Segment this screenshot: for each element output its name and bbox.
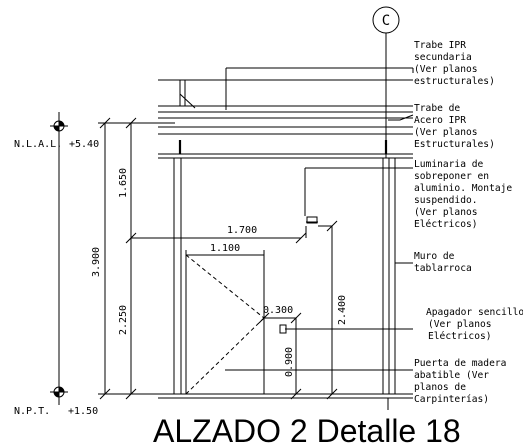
dim-upper-height: 1.650 (118, 168, 129, 198)
level-marker-bottom (50, 386, 68, 398)
note-apagador: Apagador sencillo (Ver planos Eléctricos… (426, 307, 523, 342)
dim-width-1700: 1.700 (227, 225, 257, 236)
npt-label: N.P.T. (14, 406, 50, 417)
svg-text:Apagador sencillo: Apagador sencillo (426, 307, 523, 318)
svg-text:(Ver planos: (Ver planos (428, 319, 492, 330)
door: 1.700 1.100 (181, 225, 307, 395)
svg-text:Estructurales): Estructurales) (414, 139, 495, 150)
switch: 0.300 0.900 (258, 305, 302, 400)
svg-text:(Ver planos: (Ver planos (414, 127, 478, 138)
svg-text:Luminaria de: Luminaria de (414, 159, 484, 170)
level-marker-top (50, 120, 68, 132)
level-datum: N.L.A.L. +5.40 N.P.T. +1.50 (14, 112, 99, 417)
svg-text:(Ver planos: (Ver planos (414, 207, 478, 218)
svg-text:Puerta de madera: Puerta de madera (414, 358, 506, 369)
svg-text:Muro de: Muro de (414, 251, 455, 262)
npt-value: +1.50 (68, 406, 98, 417)
leaders (225, 67, 414, 371)
dim-offset-0300: 0.300 (263, 305, 293, 316)
beam-structure (158, 79, 413, 159)
svg-text:sobreponer en: sobreponer en (414, 171, 489, 182)
note-trabe-secundaria: Trabe IPR secundaria (Ver planos estruct… (414, 40, 495, 87)
svg-text:(Ver planos: (Ver planos (414, 64, 478, 75)
note-muro: Muro de tablarroca (414, 251, 472, 274)
columns-and-floor (158, 158, 413, 410)
nlal-value: +5.40 (69, 139, 99, 150)
dim-total-height: 3.900 (91, 247, 102, 277)
note-puerta: Puerta de madera abatible (Ver planos de… (414, 358, 506, 405)
dim-lower-height: 2.250 (118, 305, 129, 335)
svg-text:estructurales): estructurales) (414, 76, 495, 87)
grid-axis-marker: C (372, 6, 400, 158)
svg-text:Eléctricos): Eléctricos) (414, 218, 478, 230)
svg-text:Trabe de: Trabe de (414, 103, 460, 114)
nlal-label: N.L.A.L. (14, 139, 62, 150)
svg-text:suspendido.: suspendido. (414, 195, 478, 206)
axis-marker-label: C (382, 13, 390, 29)
luminaire: 2.400 (305, 216, 348, 400)
svg-text:aluminio. Montaje: aluminio. Montaje (414, 183, 512, 194)
svg-text:Acero IPR: Acero IPR (414, 115, 466, 126)
note-luminaria: Luminaria de sobreponer en aluminio. Mon… (414, 159, 512, 230)
vertical-dimensions: 3.900 1.650 2.250 (91, 117, 182, 400)
svg-text:secundaria: secundaria (414, 52, 472, 63)
svg-text:Eléctricos): Eléctricos) (428, 330, 492, 342)
svg-text:tablarroca: tablarroca (414, 263, 472, 274)
dim-height-2400: 2.400 (337, 295, 348, 325)
note-trabe-acero: Trabe de Acero IPR (Ver planos Estructur… (414, 103, 495, 150)
dim-width-1100: 1.100 (210, 243, 240, 254)
svg-text:abatible (Ver: abatible (Ver (414, 370, 489, 381)
drawing-title: ALZADO 2 Detalle 18 (153, 413, 461, 444)
svg-text:planos de: planos de (414, 382, 466, 393)
svg-text:Carpinterías): Carpinterías) (414, 393, 489, 405)
dim-height-0900: 0.900 (284, 347, 295, 377)
svg-text:Trabe IPR: Trabe IPR (414, 40, 466, 51)
